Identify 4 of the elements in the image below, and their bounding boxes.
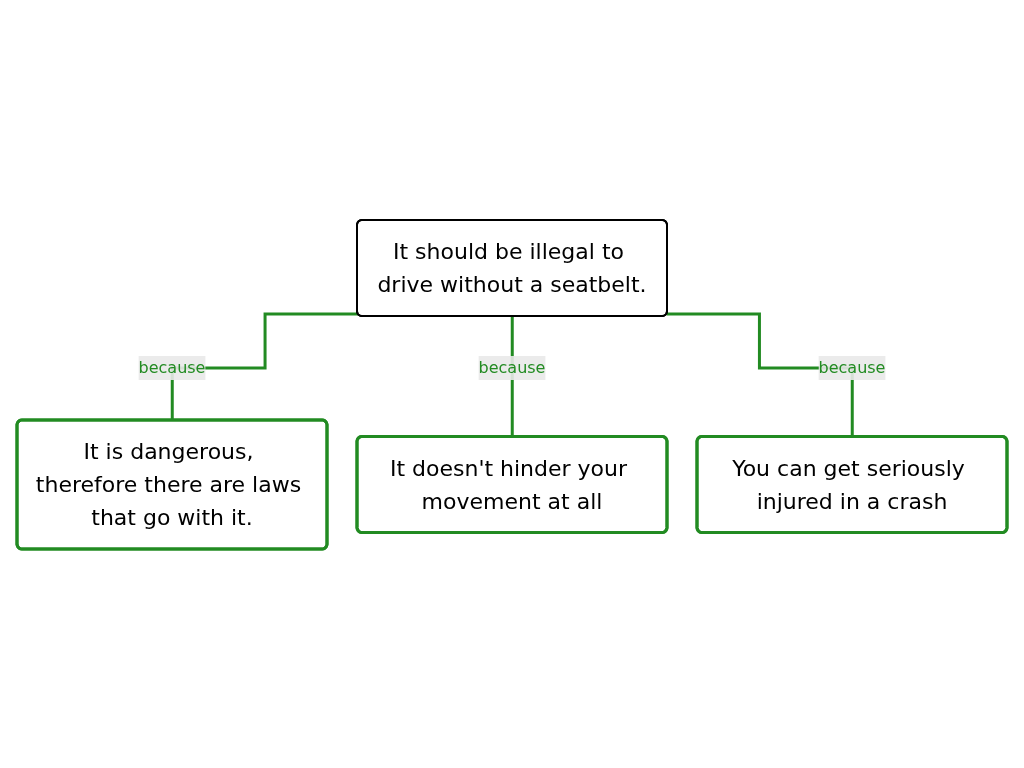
edge-label: because [478,357,546,377]
node-text: It should be illegal to drive without a seatbelt. [377,238,647,297]
edge-label: because [818,357,886,377]
edge-label: because [138,357,206,377]
